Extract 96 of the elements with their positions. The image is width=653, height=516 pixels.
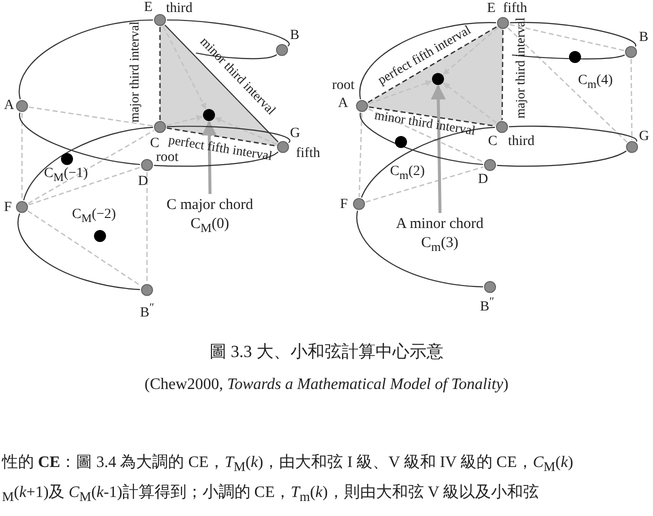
pitch-label: A bbox=[4, 98, 14, 113]
pitch-label: third bbox=[508, 134, 534, 149]
arrow bbox=[202, 120, 217, 194]
pitch-label: third bbox=[166, 1, 192, 16]
pitch-label: root bbox=[156, 150, 179, 165]
chord-name: A minor chord bbox=[396, 215, 484, 234]
chord-name: C major chord bbox=[166, 196, 254, 215]
centroid-label: C$_{m}$(2) bbox=[390, 164, 425, 183]
body-text: $_{M}$(k+1)及 C$_{M}$(k-1)計算得到；小調的 CE，T$_{m}$(k)，則由大和弦 V 級以及小和弦 bbox=[2, 482, 540, 506]
pitch-point bbox=[16, 100, 28, 112]
pitch-point bbox=[484, 281, 496, 293]
connector-line bbox=[366, 166, 484, 203]
arrow bbox=[430, 84, 446, 214]
arrow bbox=[442, 27, 498, 75]
arrow bbox=[368, 80, 432, 104]
pitch-point bbox=[141, 284, 153, 296]
interval-line bbox=[166, 127, 276, 147]
pitch-label: B$^{″}$ bbox=[140, 300, 154, 321]
edge-label: minor third interval bbox=[374, 108, 476, 138]
pitch-label: fifth bbox=[296, 146, 320, 161]
spiral-curve bbox=[19, 112, 140, 166]
pitch-point bbox=[277, 141, 289, 153]
figure-caption: 圖 3.3 大、小和弦計算中心示意 bbox=[210, 341, 444, 363]
pitch-label: C bbox=[150, 136, 160, 151]
pitch-point bbox=[353, 198, 365, 210]
pitch-label: C bbox=[488, 134, 498, 149]
centroid-point bbox=[61, 153, 73, 165]
pitch-point bbox=[626, 141, 638, 153]
connector-line bbox=[146, 172, 148, 283]
spiral-curve bbox=[359, 22, 496, 100]
connector-line bbox=[510, 24, 624, 52]
chord-symbol: C$_{M}$(0) bbox=[190, 215, 230, 237]
connector-line bbox=[358, 112, 362, 198]
connector-line bbox=[28, 106, 154, 127]
pitch-label: B$^{″}$ bbox=[480, 294, 494, 315]
pitch-label: F bbox=[4, 200, 12, 215]
pitch-label: B bbox=[290, 28, 300, 43]
connector-line bbox=[28, 166, 141, 206]
spiral-curve bbox=[361, 126, 496, 198]
citation: (Chew2000, Towards a Mathematical Model of Tonality) bbox=[144, 376, 508, 394]
spiral-curve bbox=[508, 126, 637, 142]
pitch-label: D bbox=[138, 174, 148, 189]
spiral-curve bbox=[166, 19, 290, 46]
pitch-label: F bbox=[340, 197, 348, 212]
pitch-point bbox=[356, 100, 368, 112]
pitch-label: G bbox=[639, 129, 650, 144]
spiral-curve bbox=[166, 126, 290, 143]
pitch-label: E bbox=[144, 0, 153, 15]
pitch-label: root bbox=[332, 78, 355, 93]
spiral-curve bbox=[512, 54, 625, 60]
connector-line bbox=[630, 59, 633, 140]
arrow bbox=[166, 114, 203, 126]
spiral-curve bbox=[18, 19, 154, 100]
connector-line bbox=[368, 108, 484, 163]
spiral-curve bbox=[360, 112, 484, 166]
spiral-curve bbox=[510, 22, 636, 47]
spiral-curve bbox=[154, 151, 278, 167]
pitch-point bbox=[154, 121, 166, 133]
centroid-point bbox=[395, 136, 407, 148]
interval-line bbox=[159, 27, 161, 120]
pitch-point bbox=[16, 201, 28, 213]
interval-line bbox=[501, 30, 504, 120]
centroid-label: C$_{m}$(4) bbox=[578, 73, 613, 92]
arrow bbox=[162, 26, 206, 110]
pitch-point bbox=[484, 159, 496, 171]
pitch-label: D bbox=[478, 172, 488, 187]
connector-line bbox=[21, 113, 23, 200]
pitch-label: fifth bbox=[503, 1, 528, 16]
pitch-label: E bbox=[487, 1, 496, 16]
pitch-label: B bbox=[639, 30, 648, 45]
edge-label: major third interval bbox=[127, 21, 142, 123]
pitch-point bbox=[497, 17, 509, 29]
spiral-curve bbox=[356, 210, 484, 288]
body-text: 性的 CE：圖 3.4 為大調的 CE，T$_{M}$(k)，由大和弦 I 級、V 級和 IV 級的 CE，C$_{M}$(k) bbox=[2, 452, 574, 476]
interval-line bbox=[368, 106, 496, 127]
pitch-label: A bbox=[338, 96, 348, 111]
pitch-label: G bbox=[290, 126, 300, 141]
pitch-point bbox=[141, 159, 153, 171]
arrow bbox=[214, 117, 277, 145]
centroid-label: C$_{M}$(−2) bbox=[72, 207, 116, 226]
chord-symbol: C$_{m}$(3) bbox=[420, 234, 460, 256]
interval-line bbox=[368, 26, 498, 103]
connector-line bbox=[27, 210, 142, 287]
spiral-curve bbox=[496, 150, 627, 167]
arrow bbox=[443, 82, 497, 124]
edge-label: major third interval bbox=[513, 17, 528, 119]
spiral-curve bbox=[17, 214, 140, 290]
centroid-label: C$_{M}$(−1) bbox=[44, 166, 88, 185]
pitch-point bbox=[276, 44, 288, 56]
pitch-point bbox=[154, 14, 166, 26]
spiral-curve bbox=[196, 52, 277, 60]
centroid-point bbox=[94, 230, 106, 242]
centroid-point bbox=[569, 51, 581, 63]
connector-line bbox=[508, 27, 628, 143]
pitch-point bbox=[496, 121, 508, 133]
pitch-point bbox=[625, 46, 637, 58]
